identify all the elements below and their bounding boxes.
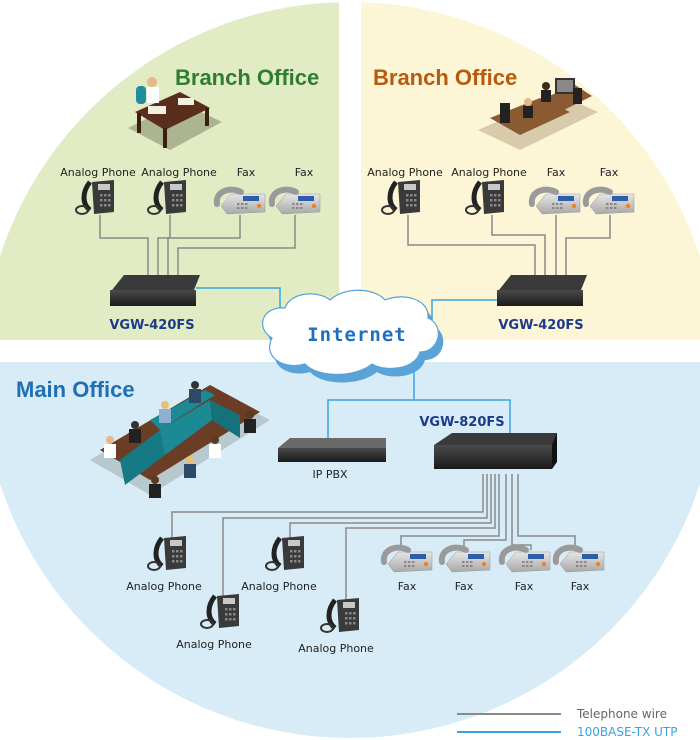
endpoint-label: Fax xyxy=(236,166,256,179)
analog-phone-icon[interactable] xyxy=(200,594,239,629)
vgw-420fs-right-device[interactable] xyxy=(497,275,587,306)
main-office-title: Main Office xyxy=(16,377,135,402)
fax-icon[interactable] xyxy=(380,544,433,573)
branch-office-right-illustration xyxy=(478,78,598,150)
endpoint-label: Analog Phone xyxy=(141,166,217,179)
vgw-820fs-device[interactable] xyxy=(434,433,557,469)
vgw-820fs-label: VGW-820FS xyxy=(419,415,505,430)
legend-label: 100BASE-TX UTP xyxy=(577,725,678,739)
vgw-420fs-right-label: VGW-420FS xyxy=(498,318,584,333)
internet-cloud[interactable] xyxy=(262,289,444,383)
endpoint-label: Analog Phone xyxy=(367,166,443,179)
main-phone-label: Analog Phone xyxy=(176,638,252,651)
legend-utp: 100BASE-TX UTP xyxy=(457,725,678,739)
telephone-wires-main xyxy=(171,474,576,602)
endpoint-label: Analog Phone xyxy=(60,166,136,179)
ip-pbx-device[interactable] xyxy=(278,438,386,462)
main-office-area xyxy=(0,362,700,738)
endpoint-label: Fax xyxy=(294,166,314,179)
branch-office-left-illustration xyxy=(128,77,222,150)
utp-wire-right xyxy=(431,299,497,320)
legend-line-utp xyxy=(457,731,561,733)
main-fax-label: Fax xyxy=(514,580,534,593)
endpoint-label: Fax xyxy=(546,166,566,179)
legend-label: Telephone wire xyxy=(577,707,667,721)
vgw-420fs-left-device[interactable] xyxy=(110,275,200,306)
main-fax-label: Fax xyxy=(570,580,590,593)
fax-icon[interactable] xyxy=(213,186,266,215)
fax-icon[interactable] xyxy=(498,544,551,573)
ip-pbx-label: IP PBX xyxy=(312,468,348,481)
main-phone-label: Analog Phone xyxy=(126,580,202,593)
branch-office-right-title: Branch Office xyxy=(373,65,518,90)
telephone-wires-left xyxy=(99,215,296,278)
telephone-wires-right xyxy=(407,215,611,278)
endpoint-label: Analog Phone xyxy=(451,166,527,179)
main-office-illustration xyxy=(90,381,270,498)
fax-icon[interactable] xyxy=(552,544,605,573)
fax-icon[interactable] xyxy=(268,186,321,215)
analog-phone-icon[interactable] xyxy=(381,180,420,215)
main-fax-label: Fax xyxy=(454,580,474,593)
vgw-420fs-left-label: VGW-420FS xyxy=(109,318,195,333)
main-phone-label: Analog Phone xyxy=(241,580,317,593)
main-phone-label: Analog Phone xyxy=(298,642,374,655)
analog-phone-icon[interactable] xyxy=(75,180,114,215)
fax-icon[interactable] xyxy=(582,186,635,215)
main-fax-label: Fax xyxy=(397,580,417,593)
legend-telephone-wire: Telephone wire xyxy=(457,707,667,721)
legend-line-telephone xyxy=(457,713,561,715)
analog-phone-icon[interactable] xyxy=(265,536,304,571)
analog-phone-icon[interactable] xyxy=(320,598,359,633)
endpoint-label: Fax xyxy=(599,166,619,179)
analog-phone-icon[interactable] xyxy=(147,536,186,571)
branch-office-left-title: Branch Office xyxy=(175,65,320,90)
analog-phone-icon[interactable] xyxy=(147,180,186,215)
internet-label: Internet xyxy=(307,324,407,346)
fax-icon[interactable] xyxy=(438,544,491,573)
utp-wires-main xyxy=(327,370,511,440)
analog-phone-icon[interactable] xyxy=(465,180,504,215)
fax-icon[interactable] xyxy=(528,186,581,215)
